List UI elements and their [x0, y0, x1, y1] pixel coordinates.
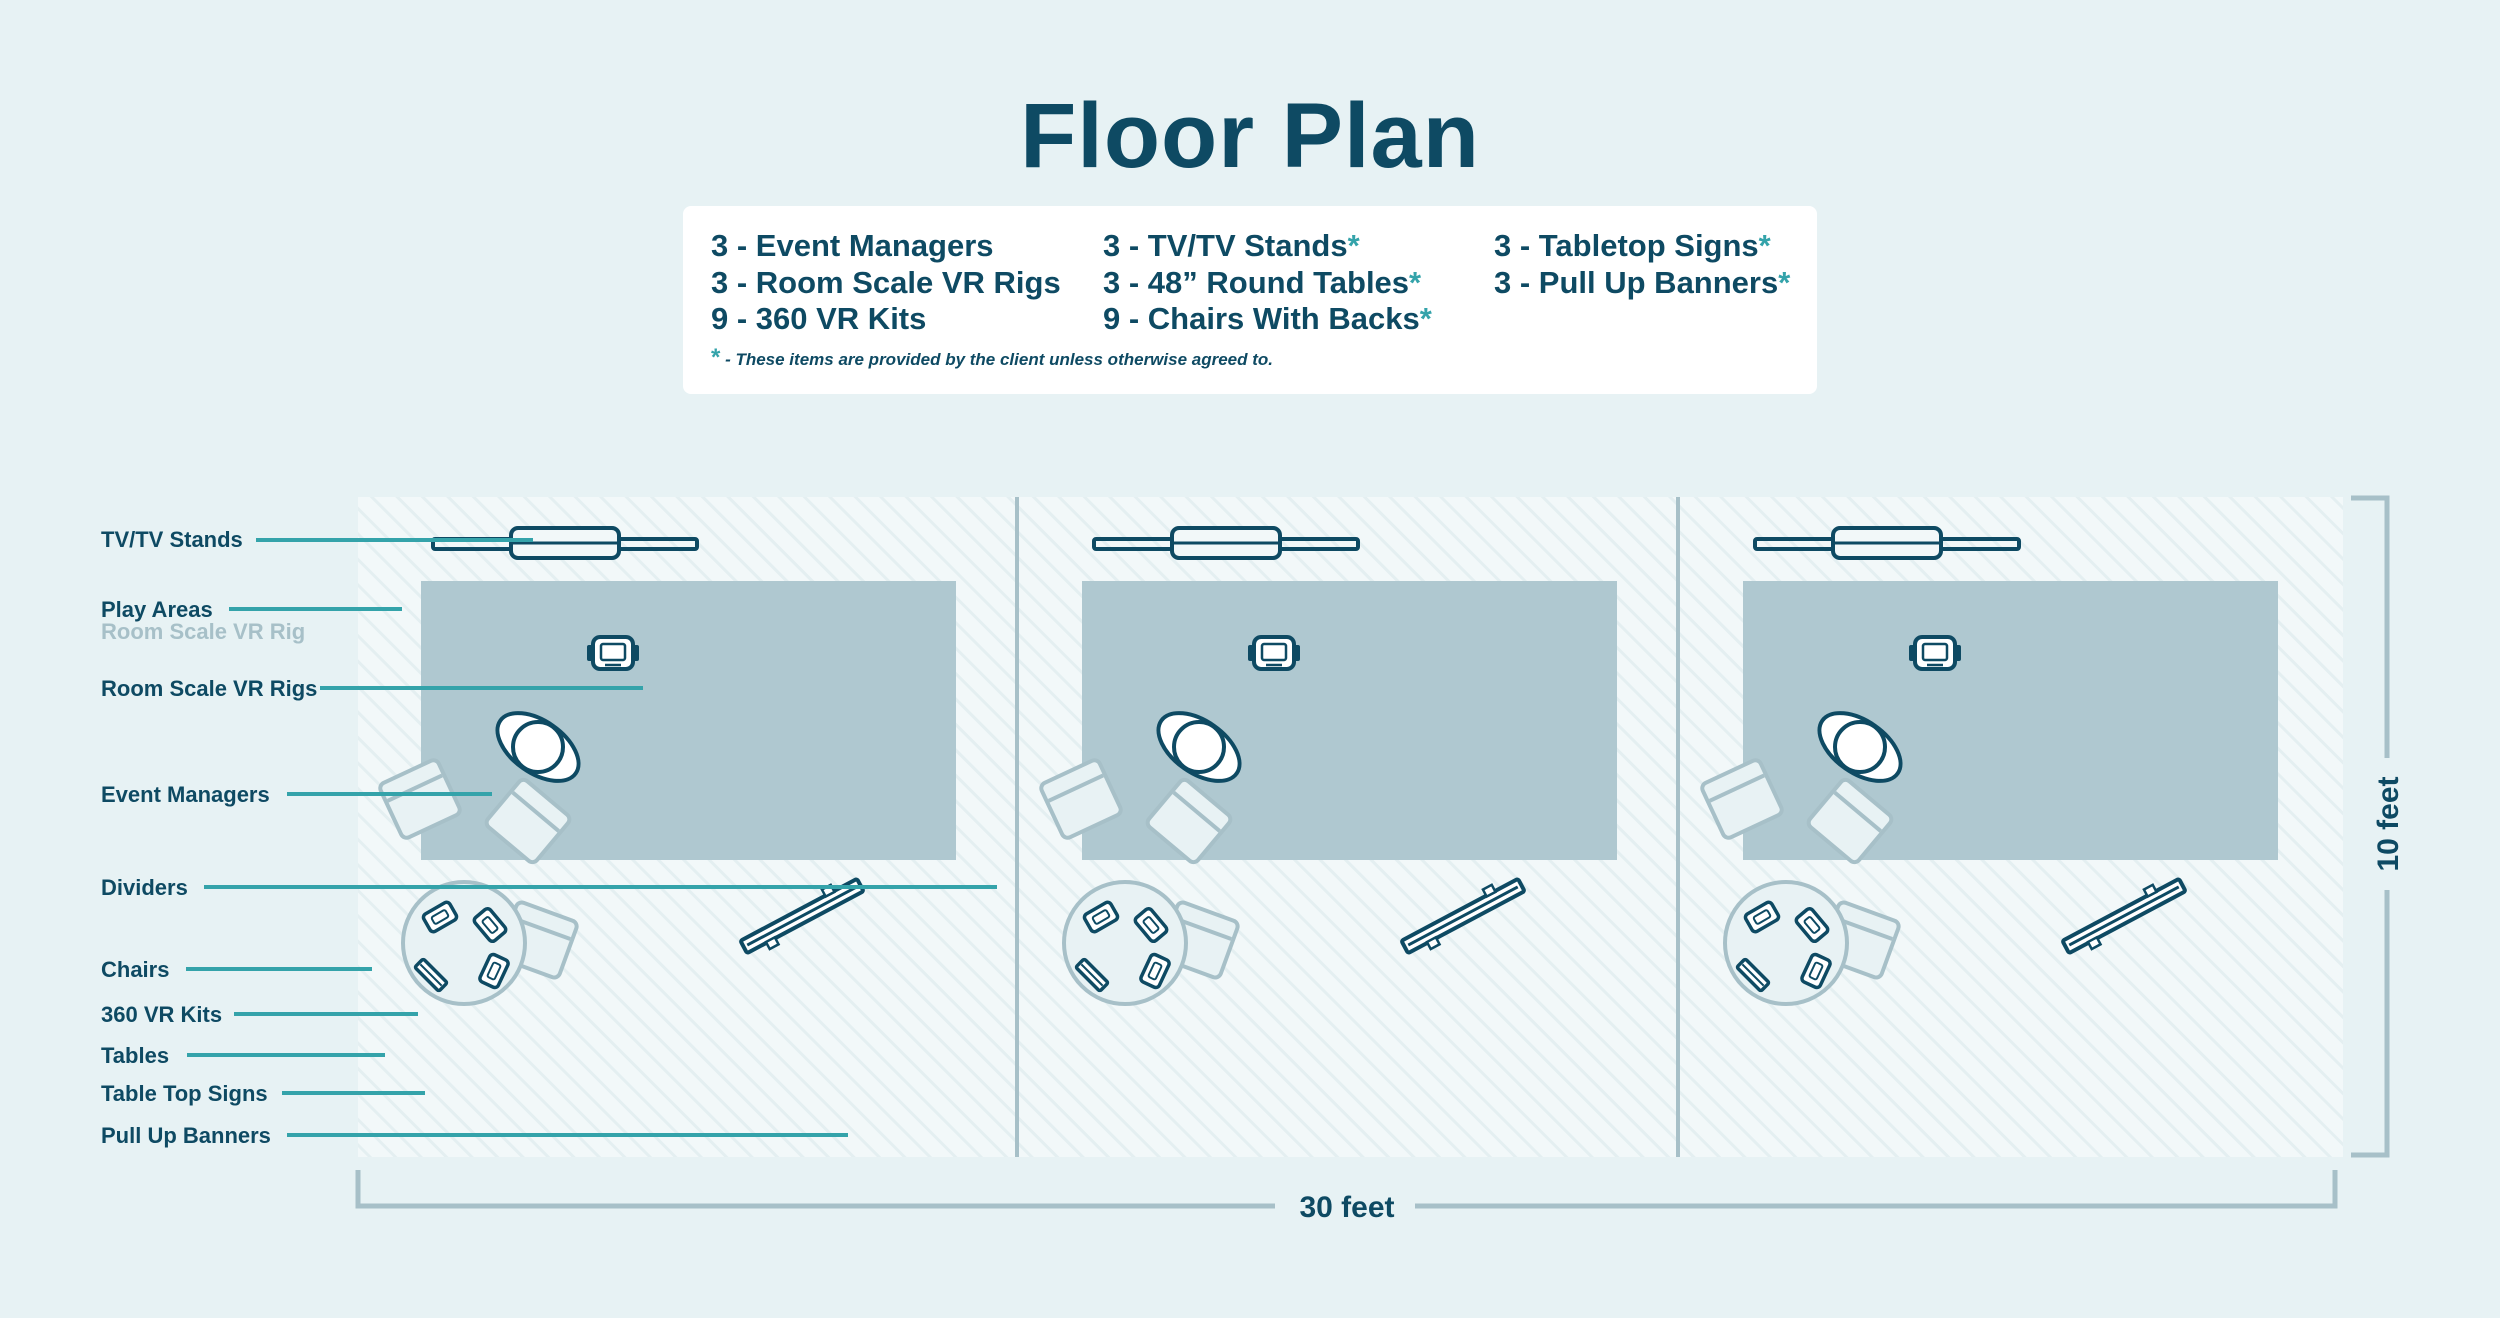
legend-vr-kits: 360 VR Kits [101, 1002, 222, 1027]
width-dimension: 30 feet [355, 1170, 2338, 1224]
legend-tv-stands: TV/TV Stands [101, 527, 243, 552]
inventory-footnote: * - These items are provided by the clie… [711, 344, 1274, 371]
inventory-box: 3 - Event Managers 3 - Room Scale VR Rig… [683, 206, 1817, 394]
legend-dividers: Dividers [101, 875, 188, 900]
inventory-item: 3 - Room Scale VR Rigs [711, 264, 1061, 300]
height-label: 10 feet [2372, 776, 2405, 871]
legend-vr-rigs: Room Scale VR Rigs [101, 676, 317, 701]
legend-chairs: Chairs [101, 957, 169, 982]
inventory-item: 3 - Pull Up Banners* [1494, 264, 1791, 300]
legend-tables: Tables [101, 1043, 169, 1068]
inventory-item: 9 - Chairs With Backs* [1103, 301, 1432, 336]
inventory-item: 9 - 360 VR Kits [711, 301, 927, 336]
page-title: Floor Plan [1020, 85, 1480, 187]
legend-pull-up-banners: Pull Up Banners [101, 1123, 271, 1148]
inventory-item: 3 - Tabletop Signs* [1494, 228, 1771, 263]
legend-play-areas-sub: Room Scale VR Rig [101, 619, 305, 644]
inventory-column-2: 3 - TV/TV Stands* 3 - 48” Round Tables* … [1103, 228, 1432, 338]
inventory-column-1: 3 - Event Managers 3 - Room Scale VR Rig… [711, 228, 1061, 338]
legend-table-top-signs: Table Top Signs [101, 1081, 268, 1106]
inventory-item: 3 - Event Managers [711, 228, 994, 263]
legend: TV/TV Stands Play Areas Room Scale VR Ri… [101, 527, 997, 1148]
inventory-item: 3 - 48” Round Tables* [1103, 264, 1422, 300]
inventory-column-3: 3 - Tabletop Signs* 3 - Pull Up Banners* [1494, 228, 1790, 301]
legend-event-managers: Event Managers [101, 782, 270, 807]
inventory-item: 3 - TV/TV Stands* [1103, 228, 1360, 263]
width-label: 30 feet [1299, 1191, 1394, 1224]
height-dimension: 10 feet [2351, 495, 2405, 1158]
legend-play-areas: Play Areas [101, 597, 213, 622]
